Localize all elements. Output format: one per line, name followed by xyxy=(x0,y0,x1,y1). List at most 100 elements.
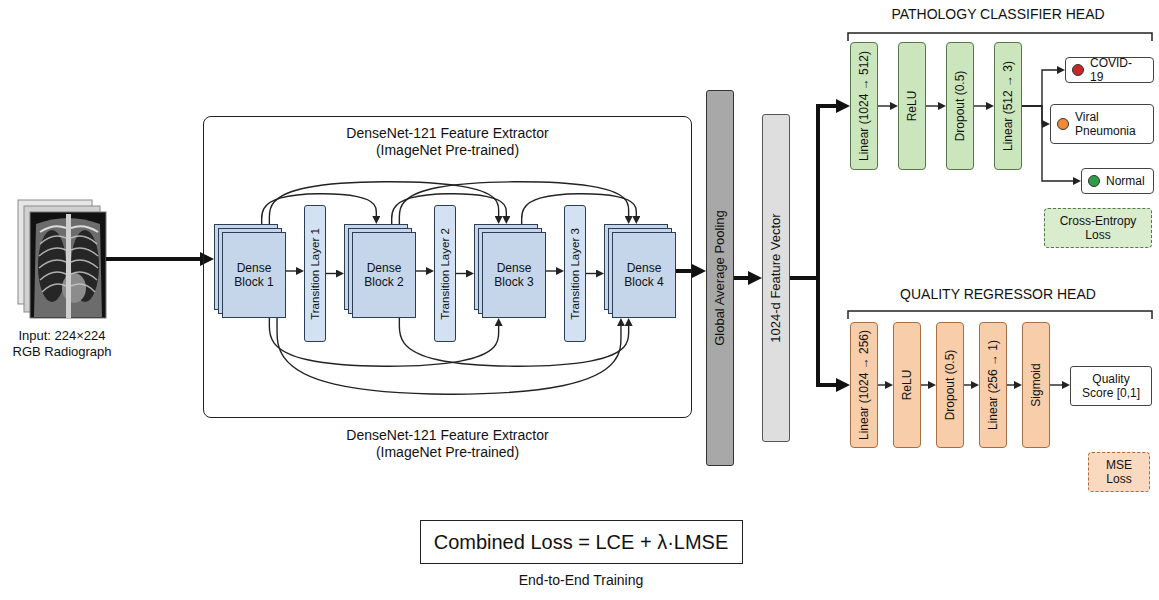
class-output: COVID-19 xyxy=(1065,57,1154,83)
classifier-layer: Linear (1024 → 512) xyxy=(850,42,878,170)
input-image: Input: 224×224 RGB Radiograph xyxy=(18,200,106,318)
connectors xyxy=(106,70,1073,394)
node-label: 1024-d Feature Vector xyxy=(769,213,783,342)
dense-block: Dense Block 2 xyxy=(352,232,416,318)
film-front xyxy=(30,212,106,318)
regressor-layer: Linear (256 → 1) xyxy=(979,322,1007,448)
dense-block: Dense Block 4 xyxy=(612,232,676,318)
flow-arrow xyxy=(790,278,836,385)
flow-arrow xyxy=(106,257,200,261)
flow-arrow xyxy=(586,273,596,274)
rib xyxy=(71,284,95,292)
node-label: Viral Pneumonia xyxy=(1075,110,1145,138)
rib xyxy=(42,284,66,292)
class-dot xyxy=(1088,175,1100,187)
bracket xyxy=(848,311,1152,319)
flow-arrow xyxy=(921,384,928,385)
class-output: Normal xyxy=(1081,168,1154,194)
transition-layer: Transition Layer 2 xyxy=(434,205,456,342)
node-label: Dropout (0.5) xyxy=(943,350,957,421)
flow-arrow xyxy=(1022,106,1042,124)
rib xyxy=(71,248,98,256)
loss-box: MSE Loss xyxy=(1088,452,1150,492)
node-caption: DenseNet-121 Feature Extractor (ImageNet… xyxy=(318,427,578,461)
clavicle xyxy=(71,226,98,232)
node-label: COVID-19 xyxy=(1090,56,1145,84)
flow-arrow xyxy=(964,384,971,385)
node-label: ReLU xyxy=(900,370,914,401)
dense-block: Dense Block 3 xyxy=(482,232,546,318)
head-title: PATHOLOGY CLASSIFIER HEAD xyxy=(891,6,1104,23)
node-label: Quality Score [0,1] xyxy=(1079,372,1143,400)
flow-arrow xyxy=(974,105,986,106)
spine xyxy=(66,214,71,318)
flow-arrow xyxy=(1022,70,1057,106)
flow-arrow xyxy=(286,270,296,271)
clavicle xyxy=(40,226,66,232)
flow-arrow xyxy=(878,105,890,106)
node-label: Linear (256 → 1) xyxy=(986,340,1000,430)
flow-arrow xyxy=(878,384,885,385)
node-label: Linear (1024 → 512) xyxy=(857,51,871,161)
loss-formula: Combined Loss = LCE + λ·LMSE xyxy=(420,520,743,564)
node-label: Transition Layer 2 xyxy=(438,228,452,320)
rib xyxy=(40,236,66,244)
classifier-layer: Dropout (0.5) xyxy=(946,42,974,170)
transition-layer: Transition Layer 3 xyxy=(564,205,586,342)
node-label: Dense Block 3 xyxy=(487,261,541,289)
flow-arrow xyxy=(416,270,426,271)
rib xyxy=(71,236,97,244)
heart xyxy=(62,273,86,303)
flow-arrow xyxy=(926,105,938,106)
node-label: ReLU xyxy=(905,91,919,122)
flow-arrow xyxy=(1050,384,1062,385)
caption-text: End-to-End Training xyxy=(519,572,644,589)
pooling-layer: Global Average Pooling xyxy=(706,90,734,466)
xray-stack xyxy=(18,200,106,318)
node-label: Global Average Pooling xyxy=(713,210,727,346)
ribs xyxy=(39,236,98,292)
node-label: Linear (1024 → 256) xyxy=(857,330,871,440)
rib xyxy=(71,272,97,280)
class-dot xyxy=(1057,118,1069,130)
node-label: Sigmoid xyxy=(1029,363,1043,406)
node-label: Dropout (0.5) xyxy=(953,71,967,142)
dense-block: Dense Block 1 xyxy=(222,232,286,318)
feature-extractor-panel: DenseNet-121 Feature Extractor (ImageNet… xyxy=(203,116,692,418)
rib xyxy=(71,260,98,268)
node-label: Dense Block 4 xyxy=(617,261,671,289)
classifier-layer: ReLU xyxy=(898,42,926,170)
output-box: Quality Score [0,1] xyxy=(1070,366,1152,406)
node-label: Input: 224×224 RGB Radiograph xyxy=(7,328,117,360)
feature-vector: 1024-d Feature Vector xyxy=(762,114,790,442)
flow-arrow xyxy=(676,269,692,273)
regressor-layer: Linear (1024 → 256) xyxy=(850,322,878,448)
flow-arrow xyxy=(734,276,748,280)
node-label: Transition Layer 3 xyxy=(568,228,582,320)
node-label: Cross-Entropy Loss xyxy=(1053,214,1143,242)
node-label: Dense Block 2 xyxy=(357,261,411,289)
node-label: Linear (512 → 3) xyxy=(1001,61,1015,151)
node-label: Normal xyxy=(1106,174,1145,188)
classifier-layer: Linear (512 → 3) xyxy=(994,42,1022,170)
rib xyxy=(39,248,66,256)
flow-arrow xyxy=(456,273,466,274)
node-label: MSE Loss xyxy=(1097,458,1141,486)
transition-layer: Transition Layer 1 xyxy=(304,205,326,342)
regressor-layer: Sigmoid xyxy=(1022,322,1050,448)
regressor-layer: ReLU xyxy=(893,322,921,448)
rib xyxy=(40,272,66,280)
flow-arrow xyxy=(790,106,836,278)
bracket xyxy=(848,33,1152,41)
lung xyxy=(38,230,66,302)
head-title: QUALITY REGRESSOR HEAD xyxy=(900,286,1096,303)
rib xyxy=(39,260,66,268)
node-label: Dense Block 1 xyxy=(227,261,281,289)
node-label: Transition Layer 1 xyxy=(308,228,322,320)
node-label: Combined Loss = LCE + λ·LMSE xyxy=(434,531,729,554)
class-dot xyxy=(1072,64,1084,76)
flow-arrow xyxy=(546,270,556,271)
class-output: Viral Pneumonia xyxy=(1050,104,1154,144)
regressor-layer: Dropout (0.5) xyxy=(936,322,964,448)
flow-arrow xyxy=(1007,384,1014,385)
